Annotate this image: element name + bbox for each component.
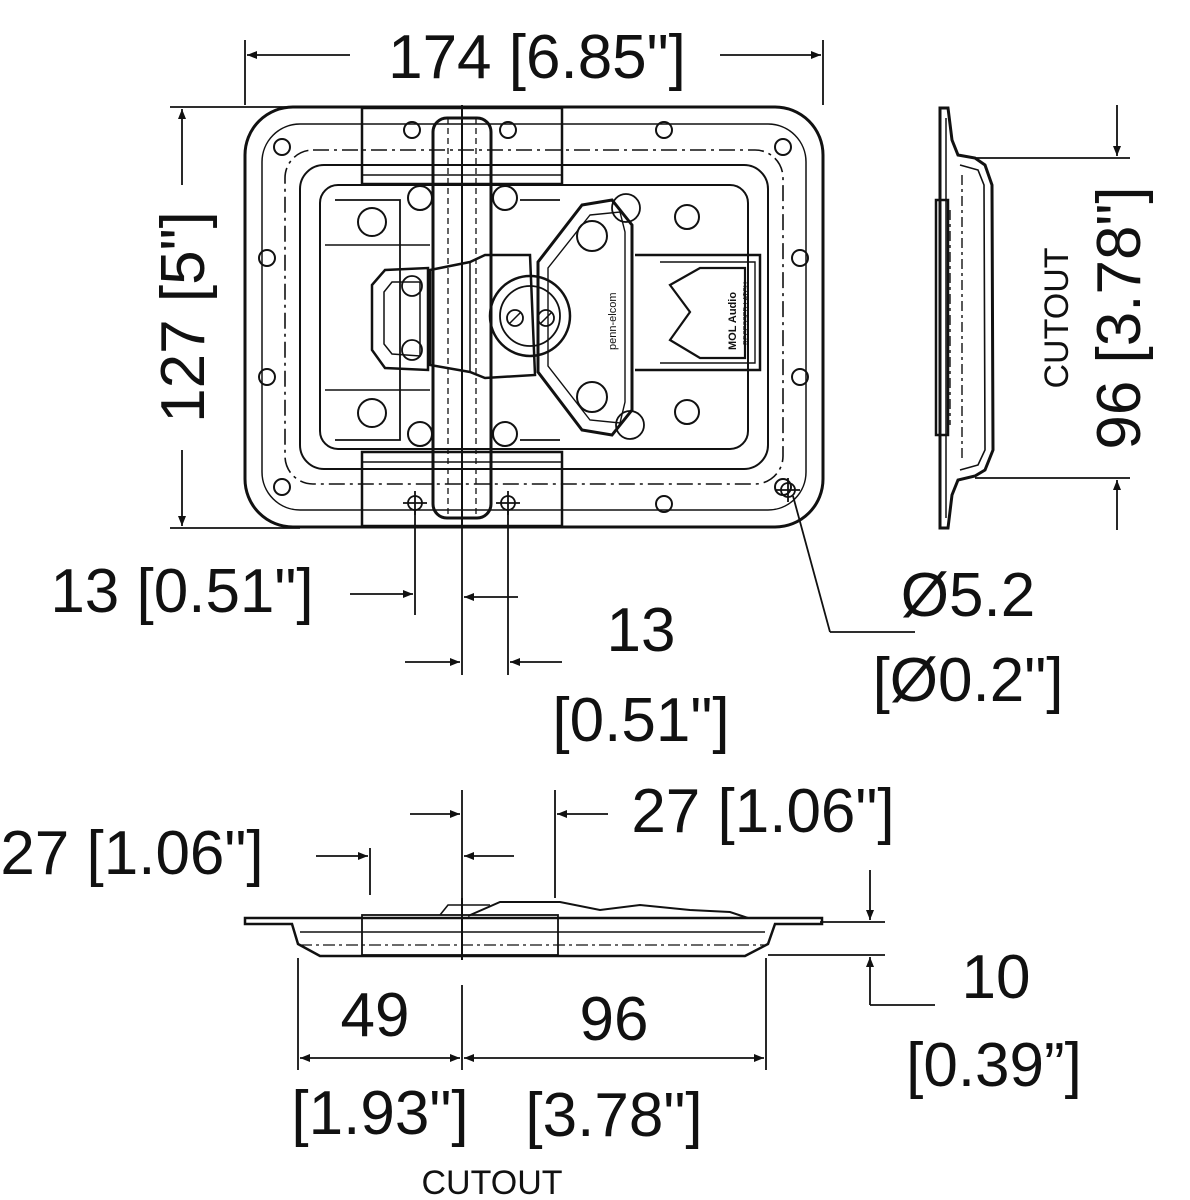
dim-27-offsets: 27 [1.06"] 27 [1.06"] xyxy=(0,777,895,898)
handle-rivet-bottom xyxy=(576,381,608,413)
cutout-49-value: 49 xyxy=(341,981,410,1050)
hole-offset-right-unit: [0.51"] xyxy=(552,686,729,755)
hinge-screw-holes xyxy=(357,185,700,447)
overall-height-label: 127 [5"] xyxy=(149,211,218,423)
catch-plate xyxy=(635,253,762,372)
plate-text-1: MOL Audio xyxy=(727,292,739,350)
plate-text-2: RECESSED LATCH xyxy=(743,282,750,345)
latch-hook xyxy=(370,266,430,372)
offset-27-right-label: 27 [1.06"] xyxy=(631,777,894,846)
catch-hook-slot xyxy=(668,266,747,360)
cutout-bottom-label: CUTOUT xyxy=(421,1164,562,1200)
hole-offset-left-label: 13 [0.51"] xyxy=(50,557,313,626)
brand-mark: penn-elcom xyxy=(607,293,619,350)
handle-rivet-top xyxy=(576,220,608,252)
cutout-96-unit: [3.78"] xyxy=(525,1081,702,1150)
dim-depth: 10 [0.39”] xyxy=(768,870,1082,1100)
cutout-96-value: 96 xyxy=(580,985,649,1054)
dim-hole-offsets: 13 [0.51"] 13 [0.51"] xyxy=(50,510,730,755)
cutout-height-label: 96 [3.78"] xyxy=(1085,186,1154,449)
flange-inner-line xyxy=(261,123,807,511)
dim-cutout-widths: 49 [1.93"] 96 [3.78"] CUTOUT xyxy=(291,958,767,1200)
dim-cutout-height: 96 [3.78"] CUTOUT xyxy=(975,105,1154,530)
overall-width-label: 174 [6.85"] xyxy=(388,23,686,92)
dim-overall-height: 127 [5"] xyxy=(149,106,300,529)
depth-value: 10 xyxy=(962,943,1031,1012)
cutout-49-unit: [1.93"] xyxy=(291,1079,468,1148)
hole-offset-right-value: 13 xyxy=(607,596,676,665)
front-view: penn-elcom MOL Audio RECESSED LATCH xyxy=(243,105,825,529)
dim-hole-diameter: Ø5.2 [Ø0.2"] xyxy=(792,495,1064,715)
dim-overall-width: 174 [6.85"] xyxy=(244,23,824,105)
lock-barrel xyxy=(488,274,572,358)
side-view xyxy=(934,106,995,530)
bottom-view xyxy=(243,898,824,960)
cutout-side-label: CUTOUT xyxy=(1038,247,1076,388)
hole-diameter-unit: [Ø0.2"] xyxy=(873,646,1064,715)
dish-outer xyxy=(299,164,769,470)
flange-holes xyxy=(258,121,809,513)
depth-unit: [0.39”] xyxy=(906,1031,1082,1100)
latch-body xyxy=(428,253,537,380)
recess-cutout-line xyxy=(284,149,784,485)
hole-diameter-value: Ø5.2 xyxy=(901,561,1035,630)
offset-27-left-label: 27 [1.06"] xyxy=(0,819,263,888)
butterfly-handle xyxy=(536,198,634,437)
